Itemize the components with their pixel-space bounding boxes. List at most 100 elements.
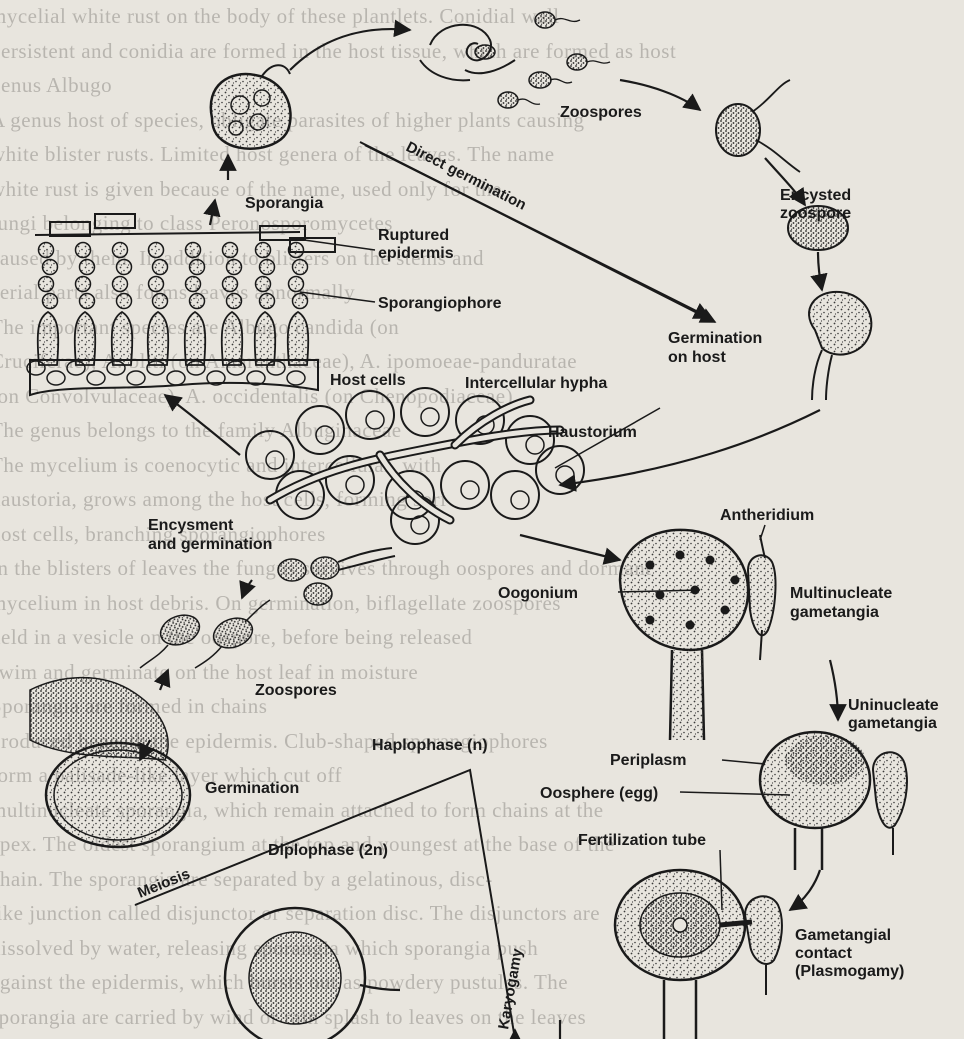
nucleus-dot bbox=[646, 616, 655, 625]
label-germination: Germination bbox=[205, 780, 299, 797]
sporangium-cell bbox=[39, 243, 54, 258]
host-cell bbox=[401, 388, 449, 436]
nucleus-dot bbox=[656, 591, 665, 600]
nucleus-dot bbox=[706, 556, 715, 565]
sporangium-cell bbox=[227, 260, 242, 275]
label-host-cells: Host cells bbox=[330, 372, 406, 389]
label-multinucleate-2: gametangia bbox=[790, 604, 879, 621]
sporangiophore-club bbox=[38, 312, 59, 365]
label-zoospores-top: Zoospores bbox=[560, 104, 642, 121]
sporangium-cell bbox=[293, 260, 308, 275]
sporangium-cell bbox=[223, 243, 238, 258]
encysment-germination-drawing bbox=[140, 548, 395, 668]
label-direct-germination: Direct germination bbox=[403, 138, 529, 213]
label-gametangial-1: Gametangial bbox=[795, 927, 891, 944]
sporangiophore-club bbox=[222, 312, 243, 365]
uninucleate-gametangia-drawing bbox=[760, 732, 907, 870]
sporangium-cell bbox=[256, 277, 271, 292]
host-leaf-sporangiophores-drawing bbox=[27, 214, 335, 395]
oogonium-antheridium-drawing bbox=[620, 530, 775, 740]
sporangium-cell bbox=[260, 294, 275, 309]
sporangiophore-club bbox=[112, 312, 133, 365]
label-karyogamy: Karyogamy bbox=[495, 947, 526, 1031]
label-antheridium: Antheridium bbox=[720, 507, 814, 524]
nucleus-dot bbox=[721, 606, 730, 615]
sporangium-cell bbox=[256, 243, 271, 258]
sporangium-cell bbox=[190, 294, 205, 309]
host-cell-small bbox=[47, 371, 65, 385]
sporangium-cell bbox=[43, 294, 58, 309]
haustorium-knob bbox=[346, 476, 364, 494]
sporangiophore-club bbox=[288, 312, 309, 365]
haustorium-knob bbox=[316, 426, 334, 444]
zygote-drawing bbox=[225, 908, 365, 1039]
zoospores-release-drawing bbox=[420, 12, 610, 108]
haustorium-knob bbox=[266, 451, 284, 469]
sporangium-cell bbox=[113, 277, 128, 292]
haustorium-knob bbox=[421, 408, 439, 426]
host-cell bbox=[296, 406, 344, 454]
haustorium-knob bbox=[461, 481, 479, 499]
label-encysted-2: zoospore bbox=[780, 205, 851, 222]
label-multinucleate-1: Multinucleate bbox=[790, 585, 892, 602]
label-haplophase: Haplophase (n) bbox=[372, 737, 488, 754]
label-fertilization-tube: Fertilization tube bbox=[578, 832, 706, 849]
sporangium-cell bbox=[43, 260, 58, 275]
host-cell bbox=[506, 416, 554, 464]
sporangium-cell bbox=[186, 243, 201, 258]
label-diplophase: Diplophase (2n) bbox=[268, 842, 388, 859]
label-oosphere: Oosphere (egg) bbox=[540, 785, 658, 802]
sporangiophores bbox=[38, 312, 309, 365]
label-sporangiophore: Sporangiophore bbox=[378, 295, 502, 312]
sporangium-cell bbox=[80, 260, 95, 275]
sporangium-cell bbox=[153, 260, 168, 275]
sporangium-cell bbox=[260, 260, 275, 275]
sporangium-cell bbox=[149, 277, 164, 292]
label-zoospores-bottom: Zoospores bbox=[255, 682, 337, 699]
label-encysted-1: Encysted bbox=[780, 187, 851, 204]
label-intercellular-hypha: Intercellular hypha bbox=[465, 375, 607, 392]
sporangium-cell bbox=[227, 294, 242, 309]
label-meiosis: Meiosis bbox=[135, 865, 192, 901]
host-cells-hypha-drawing bbox=[246, 388, 584, 544]
host-cell bbox=[536, 446, 584, 494]
label-sporangia: Sporangia bbox=[245, 195, 323, 212]
sporangium-cell bbox=[39, 277, 54, 292]
haustorium-knob bbox=[556, 466, 574, 484]
host-cell-small bbox=[127, 371, 145, 385]
host-cell bbox=[246, 431, 294, 479]
sporangium-cell bbox=[153, 294, 168, 309]
nucleus-dot bbox=[676, 551, 685, 560]
sporangium-cell bbox=[117, 294, 132, 309]
haustorium-knob bbox=[366, 411, 384, 429]
host-cell bbox=[346, 391, 394, 439]
sporangiophore-club bbox=[75, 312, 96, 365]
label-gametangial-2: contact bbox=[795, 945, 853, 962]
label-germination-host-2: on host bbox=[668, 349, 726, 366]
host-cell-small bbox=[267, 361, 285, 375]
sporangium-drawing bbox=[211, 65, 291, 148]
sporangium-cell bbox=[289, 243, 304, 258]
sporangium-cell bbox=[293, 294, 308, 309]
nucleus-dot bbox=[646, 561, 655, 570]
sporangium-cell bbox=[289, 277, 304, 292]
haustorium-knob bbox=[526, 436, 544, 454]
label-encysment-1: Encysment bbox=[148, 517, 234, 534]
host-cell-small bbox=[167, 371, 185, 385]
sporangia-chains bbox=[39, 243, 308, 309]
sporangium-cell bbox=[76, 243, 91, 258]
label-uninucleate-1: Uninucleate bbox=[848, 697, 939, 714]
germination-on-host-drawing bbox=[809, 292, 871, 400]
label-encysment-2: and germination bbox=[148, 536, 272, 553]
nucleus-dot bbox=[686, 621, 695, 630]
host-cell-small bbox=[287, 371, 305, 385]
host-cell bbox=[441, 461, 489, 509]
label-uninucleate-2: gametangia bbox=[848, 715, 937, 732]
sporangium-cell bbox=[190, 260, 205, 275]
nucleus-dot bbox=[731, 576, 740, 585]
zoospore-drawing bbox=[716, 80, 800, 172]
haustorium-knob bbox=[511, 491, 529, 509]
germinating-oospore-drawing bbox=[30, 678, 190, 847]
sporangium-cell bbox=[80, 294, 95, 309]
